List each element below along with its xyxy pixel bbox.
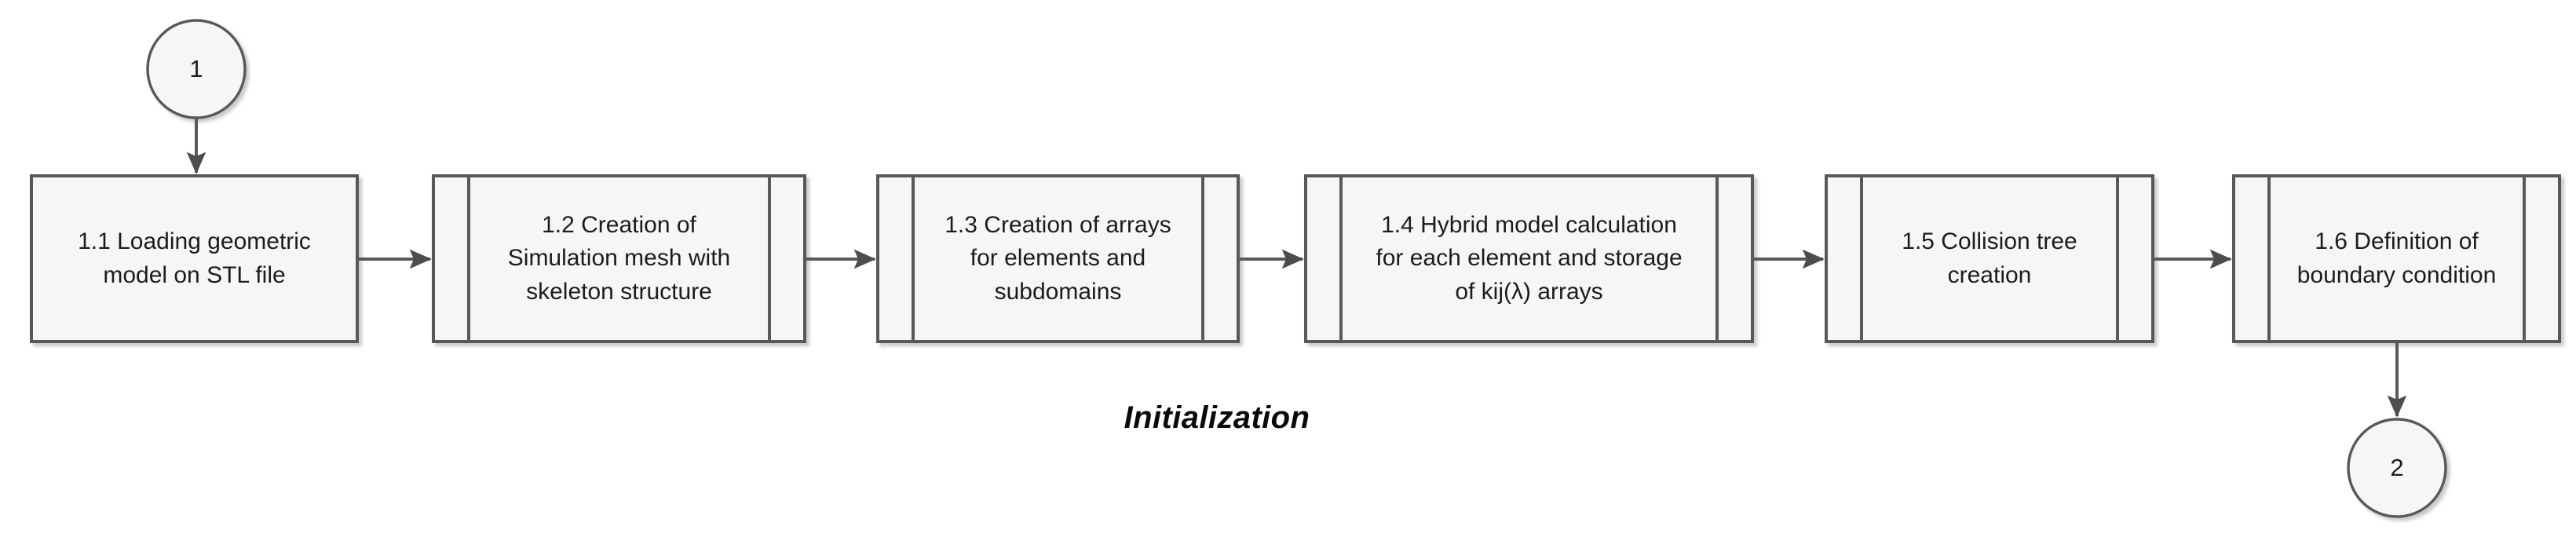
phase-caption: Initialization [1124,400,1310,435]
step-1-3-shape[interactable] [876,174,1240,343]
step-1-1-shape[interactable] [30,174,359,343]
step-1-5-shape[interactable] [1825,174,2154,343]
step-1-6-shape[interactable] [2232,174,2561,343]
step-1-2-shape[interactable] [432,174,806,343]
on-page-ref-1-shape[interactable] [146,19,247,119]
on-page-ref-2-shape[interactable] [2347,418,2447,518]
step-1-4-shape[interactable] [1304,174,1754,343]
